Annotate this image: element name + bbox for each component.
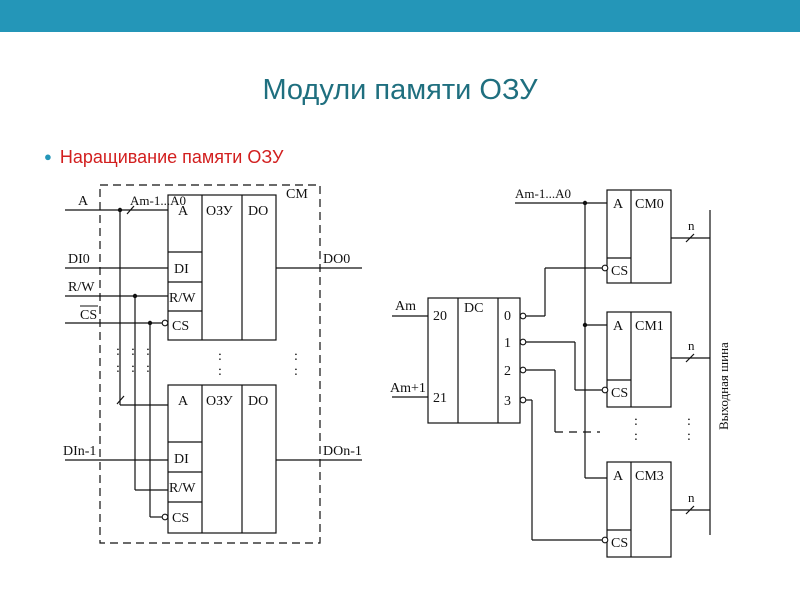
dc-out0-label: 0 — [504, 309, 511, 324]
chip-bottom-rw: R/W — [169, 481, 196, 496]
cm0-cs: CS — [611, 264, 628, 279]
dc-in1-label: 21 — [433, 391, 447, 406]
cm1-cs: CS — [611, 386, 628, 401]
svg-text::: : — [146, 361, 150, 376]
svg-text::: : — [294, 364, 298, 379]
bullet-item: ● Наращивание памяти ОЗУ — [44, 147, 283, 168]
chip-bottom-cs: CS — [172, 511, 189, 526]
bullet-dot-icon: ● — [44, 149, 52, 164]
output-bus-label: Выходная шина — [716, 342, 731, 430]
signal-do0-label: DO0 — [323, 252, 350, 267]
dc-out2-label: 2 — [504, 364, 511, 379]
svg-text::: : — [218, 349, 222, 364]
svg-text::: : — [294, 349, 298, 364]
svg-text::: : — [131, 344, 135, 359]
chip-bottom-do: DO — [248, 394, 268, 409]
cm3-label: CM3 — [635, 469, 664, 484]
svg-text::: : — [131, 361, 135, 376]
dc-label: DC — [464, 301, 483, 316]
chip-top-a: A — [178, 204, 189, 219]
svg-text::: : — [116, 344, 120, 359]
chip-bottom-ozu: ОЗУ — [206, 394, 233, 409]
chip-bottom-a: A — [178, 394, 189, 409]
bus-n-3: n — [688, 490, 695, 505]
signal-cs-label: CS — [80, 308, 97, 323]
svg-text::: : — [218, 364, 222, 379]
signal-a-label: A — [78, 194, 89, 209]
chip-bottom-di: DI — [174, 452, 189, 467]
bullet-text: Наращивание памяти ОЗУ — [59, 147, 284, 167]
dc-out1-label: 1 — [504, 336, 511, 351]
signal-rw-label: R/W — [68, 280, 95, 295]
right-am1-label: Am+1 — [390, 381, 426, 396]
cm0-label: CM0 — [635, 197, 664, 212]
dc-in0-label: 20 — [433, 309, 447, 324]
decoder-dc — [427, 297, 521, 424]
slide-title: Модули памяти ОЗУ — [262, 74, 538, 106]
signal-di0-label: DI0 — [68, 252, 90, 267]
signal-don-label: DOn-1 — [323, 444, 362, 459]
ram-chip-bottom — [167, 384, 277, 534]
cm3-cs: CS — [611, 536, 628, 551]
bus-n-1: n — [688, 218, 695, 233]
chip-top-di: DI — [174, 262, 189, 277]
signal-din-label: DIn-1 — [63, 444, 96, 459]
svg-text::: : — [687, 429, 691, 444]
chip-top-cs: CS — [172, 319, 189, 334]
svg-text::: : — [634, 429, 638, 444]
cm3-a: A — [613, 469, 624, 484]
module-cm0 — [606, 189, 672, 284]
svg-text::: : — [146, 344, 150, 359]
cm1-a: A — [613, 319, 624, 334]
right-addr-label: Am-1...A0 — [515, 186, 571, 201]
signal-addr-label: Am-1...A0 — [130, 193, 186, 208]
chip-top-do: DO — [248, 204, 268, 219]
bus-n-2: n — [688, 338, 695, 353]
container-cm-label: CM — [286, 187, 308, 202]
cm1-label: CM1 — [635, 319, 664, 334]
chip-top-rw: R/W — [169, 291, 196, 306]
cm0-a: A — [613, 197, 624, 212]
cm-container — [99, 184, 321, 544]
chip-top-ozu: ОЗУ — [206, 204, 233, 219]
right-am-label: Am — [395, 299, 416, 314]
svg-text::: : — [116, 361, 120, 376]
module-cm1 — [606, 311, 672, 408]
dc-out3-label: 3 — [504, 394, 511, 409]
header-bar — [0, 0, 800, 32]
svg-text::: : — [634, 414, 638, 429]
svg-text::: : — [687, 414, 691, 429]
